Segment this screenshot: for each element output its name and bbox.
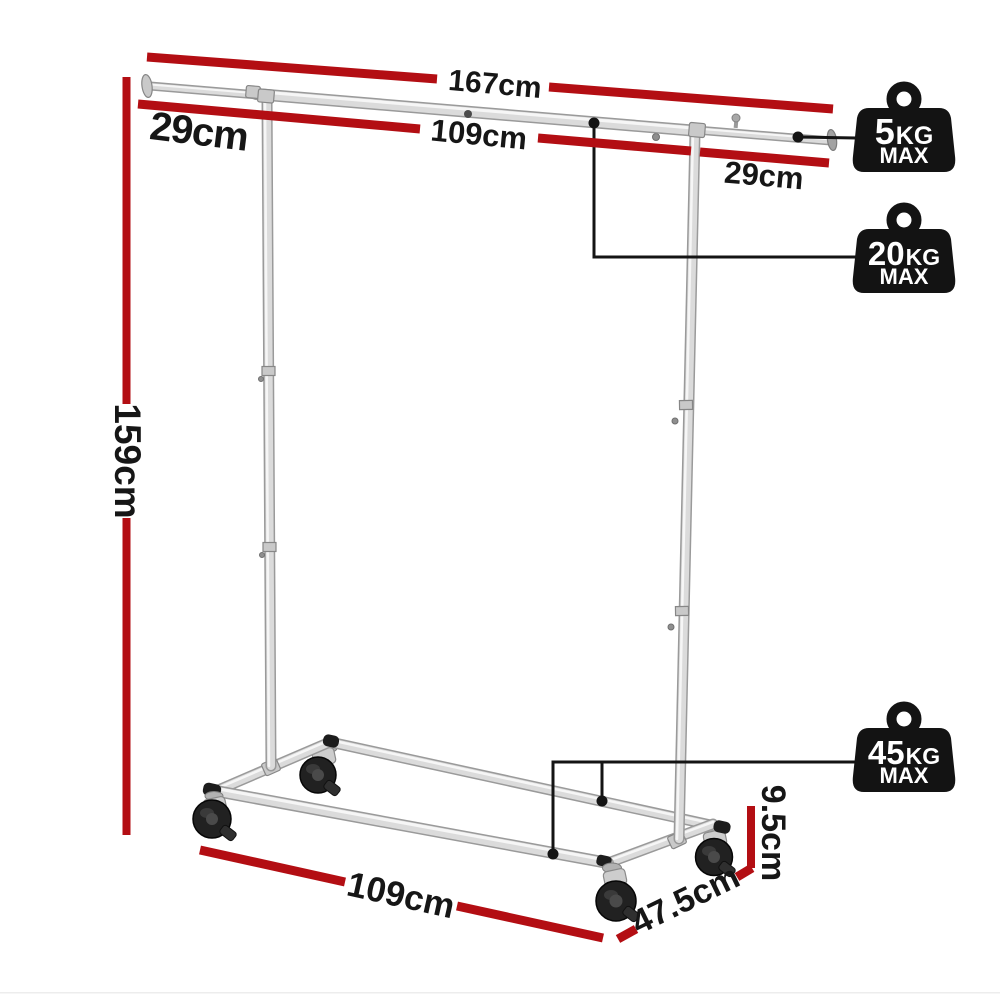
label-caster-height: 9.5cm <box>754 785 792 881</box>
weight-handle-icon <box>886 81 922 117</box>
capacity-badge-20kg: 20KG MAX <box>852 202 956 293</box>
svg-text:45KG: 45KG <box>868 734 940 771</box>
dimension-line-inner-and-extensions <box>137 99 830 168</box>
callout-20kg <box>588 117 856 259</box>
label-total-width: 167cm <box>447 64 543 105</box>
label-base-depth: 47.5cm <box>625 858 745 943</box>
base-right-depth-rail <box>602 818 719 869</box>
right-post <box>667 127 701 845</box>
caster-rear-left <box>299 743 341 797</box>
svg-text:20KG: 20KG <box>868 235 940 272</box>
caster-front-right <box>595 862 640 923</box>
rail-clamp-screw <box>652 133 660 141</box>
callout-5kg <box>792 131 857 143</box>
weight-body-icon <box>852 728 956 792</box>
label-right-extension: 29cm <box>723 155 805 197</box>
callout-dot-rail-extension <box>792 131 804 143</box>
garment-rack-illustration <box>141 73 838 923</box>
rail-tee-right <box>687 121 707 139</box>
rail-adjust-knob <box>731 113 741 123</box>
base-rear-rail <box>324 736 721 832</box>
svg-text:5KG: 5KG <box>875 111 934 152</box>
weight-handle-icon <box>886 202 922 238</box>
rail-end-cap-left <box>141 73 153 99</box>
callout-dot-hanging-rail <box>588 117 600 129</box>
dimension-line-base-length <box>199 845 604 943</box>
left-post <box>258 92 277 772</box>
capacity-badge-5kg: 5KG MAX <box>852 81 956 172</box>
weight-body-icon <box>852 108 956 172</box>
callout-45kg <box>547 760 855 860</box>
dimension-lines <box>122 52 834 943</box>
capacity-badge-45kg: 45KG MAX <box>852 701 956 792</box>
capacity-qualifier: MAX <box>880 763 929 788</box>
top-rail <box>141 73 838 152</box>
corner-cap-rear-right <box>713 820 731 834</box>
capacity-unit: KG <box>906 743 941 769</box>
rail-tee-left <box>257 88 275 104</box>
capacity-qualifier: MAX <box>880 264 929 289</box>
capacity-value: 20 <box>868 235 905 272</box>
rail-end-cap-right <box>826 128 838 152</box>
capacity-callouts <box>547 117 857 860</box>
capacity-qualifier: MAX <box>880 143 929 168</box>
corner-cap-rear-left <box>322 734 340 748</box>
capacity-unit: KG <box>896 122 934 150</box>
callout-dot-base-front-rail <box>547 848 559 860</box>
weight-handle-icon <box>886 701 922 737</box>
label-base-length: 109cm <box>343 865 458 927</box>
callout-dot-base-rear-rail <box>596 795 608 807</box>
caster-front-left <box>192 791 237 842</box>
capacity-unit: KG <box>906 244 941 270</box>
capacity-value: 5 <box>875 111 895 152</box>
capacity-value: 45 <box>868 734 905 771</box>
weight-body-icon <box>852 229 956 293</box>
image-edge-line <box>0 992 1000 994</box>
caster-rear-right <box>694 825 736 878</box>
base-front-rail <box>210 785 614 869</box>
dimension-line-total-width <box>146 52 834 114</box>
label-height: 159cm <box>107 403 148 518</box>
rail-center-joint-knob <box>464 110 472 118</box>
dimension-line-base-depth <box>615 864 755 943</box>
